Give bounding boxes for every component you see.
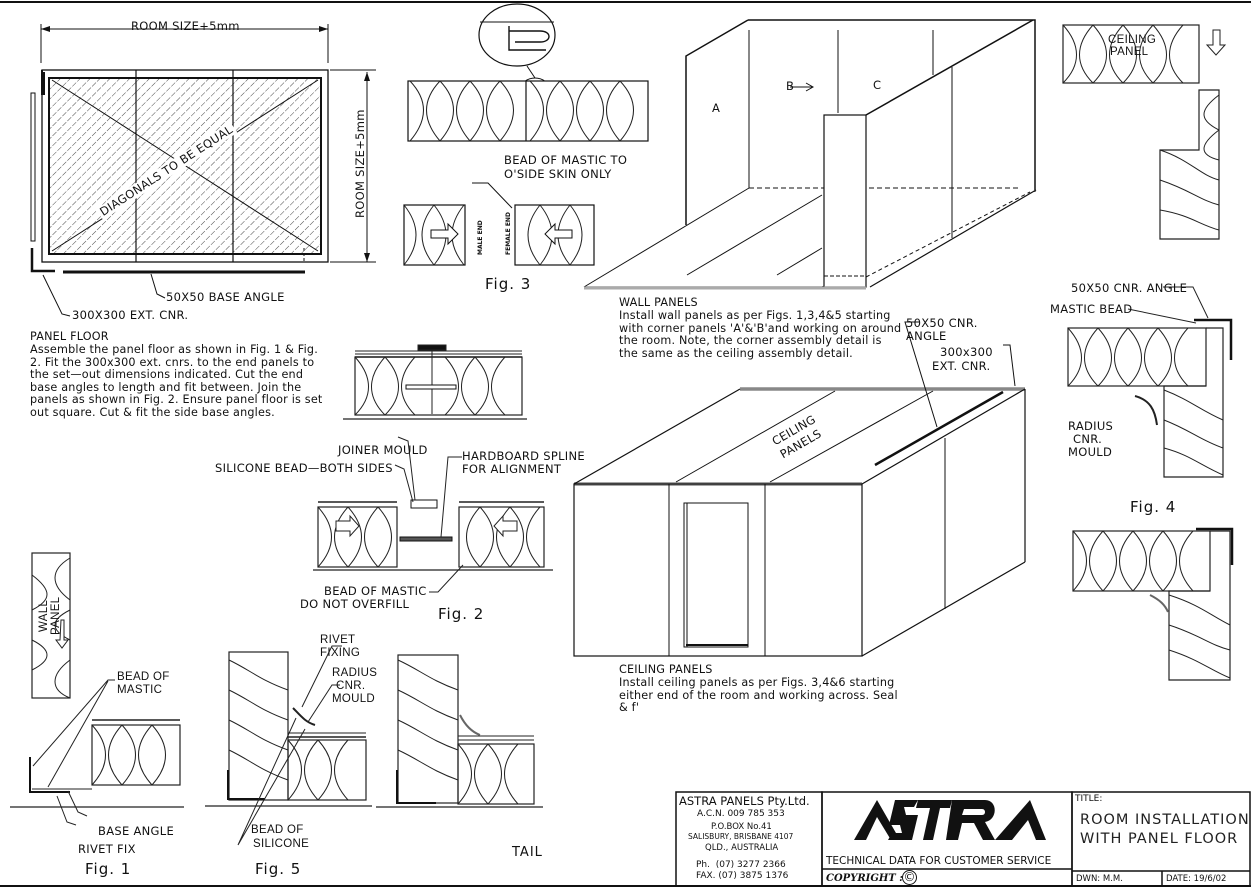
- fig1-wall-label: WALL: [38, 599, 50, 632]
- floor-plan-ext-cnr-label: 300X300 EXT. CNR.: [72, 308, 189, 322]
- company-pobox: P.O.BOX No.41: [711, 822, 772, 832]
- floor-plan-base-angle-label: 50X50 BASE ANGLE: [166, 290, 285, 304]
- floor-plan-dim-top: ROOM SIZE+5mm: [131, 19, 240, 33]
- fig1-panel-label: PANEL: [50, 596, 62, 635]
- fig3-male-end-label: MALE END: [477, 220, 484, 255]
- fig2-silicone-bead-label: SILICONE BEAD—BOTH SIDES: [215, 461, 393, 475]
- fig3-female-end-label: FEMALE END: [505, 212, 512, 255]
- fig1-mastic-label-2: MASTIC: [117, 684, 163, 696]
- fig6-corner-drawing: [1072, 527, 1234, 681]
- fig5-silicone-label-1: BEAD OF: [251, 824, 304, 836]
- fig3-mastic-label-2: O'SIDE SKIN ONLY: [504, 167, 612, 181]
- company-phone: Ph. (07) 3277 2366: [696, 860, 786, 870]
- tagline: TECHNICAL DATA FOR CUSTOMER SERVICE: [826, 855, 1052, 867]
- tail-label: TAIL: [512, 845, 543, 860]
- fig5-rivet-label-2: FIXING: [320, 647, 361, 659]
- fig1-mastic-label-1: BEAD OF: [117, 671, 170, 683]
- fig5-silicone-label-2: SILICONE: [253, 838, 310, 850]
- ceiling-cnr-angle-label-2: ANGLE: [906, 329, 947, 343]
- fig5-radius-label-2: CNR.: [336, 680, 366, 692]
- ceiling-panels-iso: [573, 321, 1026, 657]
- wall-panels-note-body: Install wall panels as per Figs. 1,3,4&5…: [619, 309, 902, 360]
- fig4-caption: Fig. 4: [1130, 498, 1177, 516]
- company-acn: A.C.N. 009 785 353: [697, 809, 785, 819]
- wall-panels-note-title: WALL PANELS: [619, 296, 698, 309]
- astra-logo-mark: [854, 800, 1046, 840]
- ceiling-cnr-angle-label-1: 50X50 CNR.: [906, 316, 978, 330]
- fig5-rivet-label-1: RIVET: [320, 634, 356, 646]
- company-state: QLD., AUSTRALIA: [705, 843, 779, 853]
- wall-panels-iso: [583, 19, 1037, 290]
- ceiling-detail-label-2: PANEL: [1110, 46, 1149, 58]
- fig5-radius-label-1: RADIUS: [332, 667, 378, 679]
- panel-floor-note-body: Assemble the panel floor as shown in Fig…: [30, 343, 323, 419]
- fig2-joiner-mould-label: JOINER MOULD: [338, 443, 428, 457]
- title-block-frame: [675, 791, 1251, 887]
- fig4-cnr-angle-label: 50X50 CNR. ANGLE: [1071, 281, 1188, 295]
- fig3-mastic-label-1: BEAD OF MASTIC TO: [504, 153, 628, 167]
- company-fax: FAX. (07) 3875 1376: [696, 871, 789, 881]
- ceiling-panels-note-body: Install ceiling panels as per Figs. 3,4&…: [619, 676, 898, 714]
- company-name: ASTRA PANELS Pty.Ltd.: [679, 794, 810, 808]
- ceiling-ext-cnr-label-2: EXT. CNR.: [932, 359, 991, 373]
- fig2-drawing: [313, 344, 553, 593]
- copyright-label: COPYRIGHT :: [826, 873, 903, 884]
- ceiling-panels-note-title: CEILING PANELS: [619, 663, 713, 676]
- fig1-base-angle-label: BASE ANGLE: [98, 824, 175, 838]
- fig2-mastic-label-2: DO NOT OVERFILL: [300, 597, 410, 611]
- fig2-spline-label-2: FOR ALIGNMENT: [462, 462, 562, 476]
- ceiling-detail-label-1: CEILING: [1108, 34, 1157, 46]
- fig2-mastic-label-1: BEAD OF MASTIC: [324, 584, 427, 598]
- fig1-drawing: [10, 552, 184, 826]
- fig4-mastic-bead-label: MASTIC BEAD: [1050, 302, 1133, 316]
- wall-panel-b-label: B: [786, 79, 795, 93]
- fig3-drawing: [403, 3, 649, 266]
- fig5-radius-label-3: MOULD: [332, 693, 376, 705]
- wall-panel-c-label: C: [873, 78, 882, 92]
- fig1-rivet-fix-label: RIVET FIX: [78, 842, 136, 856]
- fig4-drawing: [1067, 286, 1233, 478]
- ceiling-detail: [1062, 24, 1227, 240]
- panel-floor-note-title: PANEL FLOOR: [30, 330, 109, 343]
- ceiling-ext-cnr-label-1: 300x300: [940, 345, 993, 359]
- fig2-spline-label-1: HARDBOARD SPLINE: [462, 449, 585, 463]
- fig4-radius-label-1: RADIUS: [1068, 419, 1114, 433]
- copyright-icon: ©: [902, 870, 917, 885]
- fig4-radius-label-2: CNR.: [1073, 432, 1103, 446]
- fig3-caption: Fig. 3: [485, 275, 532, 293]
- fig5-drawing: [205, 645, 372, 846]
- title-line-1: ROOM INSTALLATION: [1080, 812, 1250, 828]
- title-label: TITLE:: [1075, 794, 1103, 804]
- tail-drawing: [376, 654, 543, 808]
- drawn-by: DWN: M.M.: [1076, 874, 1123, 884]
- floor-plan-dim-side: ROOM SIZE+5mm: [353, 109, 367, 218]
- fig1-caption: Fig. 1: [85, 860, 132, 878]
- fig4-radius-label-3: MOULD: [1068, 445, 1113, 459]
- floor-plan: [30, 24, 376, 317]
- title-line-2: WITH PANEL FLOOR: [1080, 831, 1239, 847]
- fig2-caption: Fig. 2: [438, 605, 485, 623]
- drawing-date: DATE: 19/6/02: [1166, 874, 1227, 884]
- company-suburb: SALISBURY, BRISBANE 4107: [688, 832, 794, 841]
- wall-panel-a-label: A: [712, 101, 721, 115]
- fig5-caption: Fig. 5: [255, 860, 302, 878]
